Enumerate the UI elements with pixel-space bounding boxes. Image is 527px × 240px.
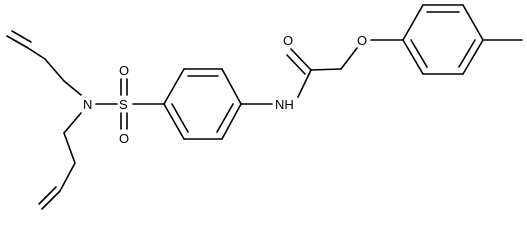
atom-label-oxygen-ether: O	[357, 33, 367, 48]
atom-label-sulfur: S	[119, 97, 128, 112]
allyl-group-top	[6, 30, 82, 96]
chemical-structure-diagram: N S O O NH O O	[6, 4, 523, 210]
atom-label-oxygen-top: O	[119, 63, 129, 78]
benzene-ring-tolyl	[402, 4, 484, 75]
atom-label-oxygen-carbonyl: O	[283, 33, 293, 48]
carbonyl-double-bond	[286, 48, 312, 75]
atom-label-oxygen-bottom: O	[119, 131, 129, 146]
ch2-o-bond	[340, 47, 358, 70]
atom-label-n-sulfonamide: N	[83, 97, 92, 112]
carbonyl-ch2-bond	[310, 68, 342, 71]
sulfonyl-oxygens-bonds	[120, 78, 128, 130]
allyl-group-bottom	[38, 112, 82, 210]
atom-label-nh: NH	[275, 97, 294, 112]
nh-carbonyl-bond	[297, 69, 312, 98]
benzene-ring-central	[163, 68, 242, 140]
